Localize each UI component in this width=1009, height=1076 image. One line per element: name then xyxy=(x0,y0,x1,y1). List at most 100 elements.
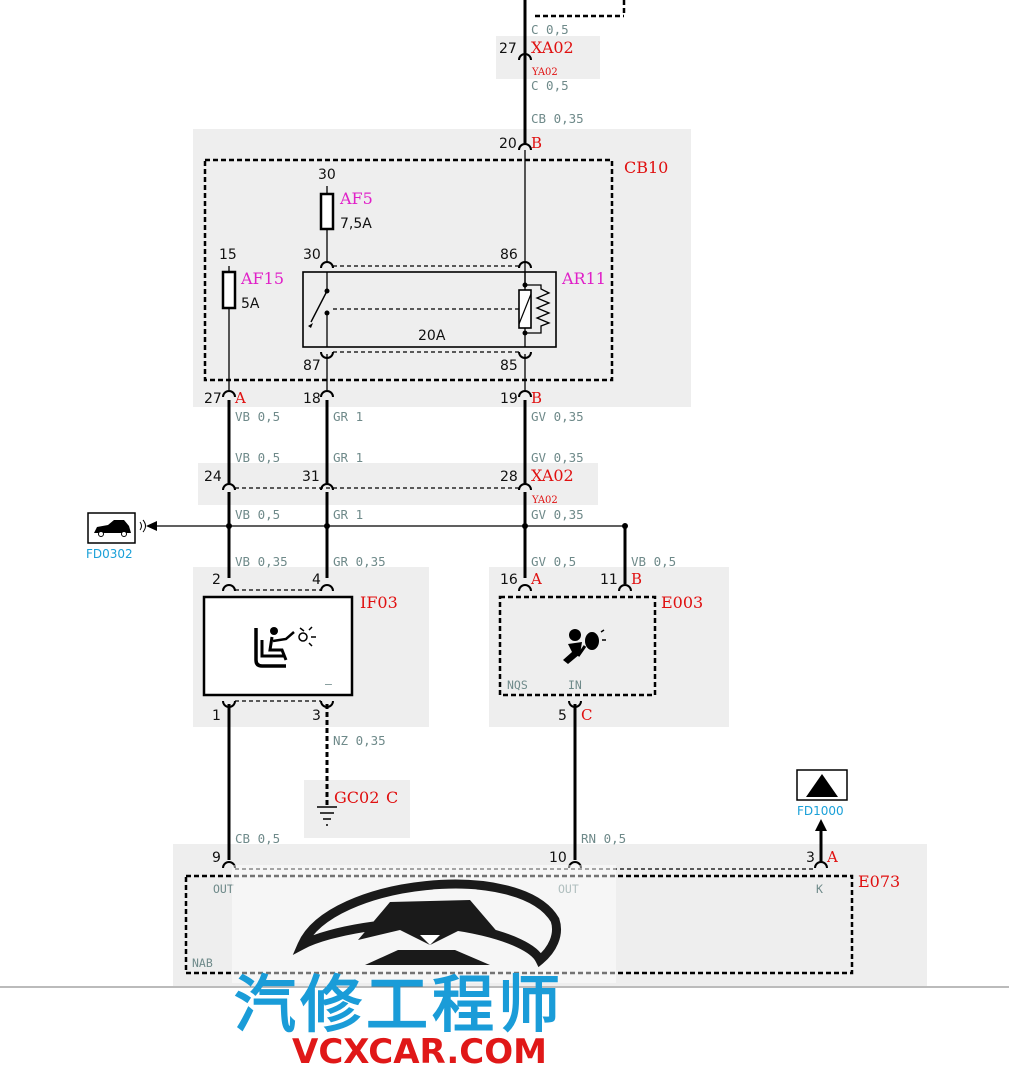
pin-number: 31 xyxy=(302,469,320,485)
pin-number: 16 xyxy=(500,572,518,588)
pin-number: 4 xyxy=(312,572,321,588)
pin-arc xyxy=(222,584,236,592)
pin-number: 27 xyxy=(204,391,222,407)
pin-arc xyxy=(618,584,632,592)
pin-arc xyxy=(518,53,532,61)
watermark-en: VCXCAR.COM xyxy=(292,1032,547,1072)
connector-panel-cb10 xyxy=(193,129,691,407)
pin-number: 15 xyxy=(219,247,237,263)
pin-arc xyxy=(320,261,334,269)
pin-arc xyxy=(320,584,334,592)
arrow-up-icon xyxy=(815,819,827,831)
pin-number: 86 xyxy=(500,247,518,263)
pin-number: 5 xyxy=(558,708,567,724)
wire-label: CB 0,35 xyxy=(531,111,584,126)
connector-sublabel: YA02 xyxy=(531,495,558,506)
pin-number: 2 xyxy=(212,572,221,588)
pin-arc xyxy=(568,861,582,869)
pin-arc xyxy=(518,261,532,269)
connector-label: XA02 xyxy=(531,38,574,57)
pin-letter: A xyxy=(826,848,838,866)
cb10-label: CB10 xyxy=(624,158,668,177)
e003-module[interactable] xyxy=(498,595,657,697)
ref-fd0302[interactable]: FD0302 xyxy=(86,547,133,561)
pin-number: 27 xyxy=(499,41,517,57)
connector-panel-xa02-mid xyxy=(198,463,598,505)
pin-number: 3 xyxy=(806,850,815,866)
pin-arc xyxy=(222,861,236,869)
pin-number: 19 xyxy=(500,391,518,407)
ground-gc02-label: GC02 xyxy=(334,788,379,807)
wire-label: GR 0,35 xyxy=(333,554,386,569)
fuse-af5-rating: 7,5A xyxy=(340,216,372,232)
e073-signal-k: K xyxy=(816,882,823,896)
wire-label: GV 0,5 xyxy=(531,554,576,569)
e073-signal-out2: OUT xyxy=(558,882,579,896)
pin-number: 1 xyxy=(212,708,221,724)
car-key-ref-icon[interactable] xyxy=(87,512,146,544)
pin-number: 87 xyxy=(303,358,321,374)
relay-coil-diagonal xyxy=(518,293,532,325)
pin-letter: B xyxy=(531,134,542,152)
pin-number: 85 xyxy=(500,358,518,374)
wire-label: GR 1 xyxy=(333,409,363,424)
pin-arc xyxy=(222,483,236,491)
wire-label: GV 0,35 xyxy=(531,507,584,522)
wire-label: VB 0,5 xyxy=(235,409,280,424)
pin-number: 30 xyxy=(318,167,336,183)
fuse-af15-rating: 5A xyxy=(241,296,260,312)
wire-label: GV 0,35 xyxy=(531,409,584,424)
e073-label: E073 xyxy=(858,872,900,891)
arrow-left-icon xyxy=(146,521,157,531)
wire-label: C 0,5 xyxy=(531,78,569,93)
pin-arc xyxy=(222,390,236,398)
relay-coil-resistor xyxy=(525,284,551,334)
fuse-af15-symbol[interactable] xyxy=(221,270,237,310)
pin-number: 24 xyxy=(204,469,222,485)
pin-number: 28 xyxy=(500,469,518,485)
relay-contact xyxy=(522,330,528,336)
relay-ar11-box[interactable] xyxy=(302,271,557,348)
connector-panel-e003 xyxy=(489,567,729,727)
e073-module[interactable] xyxy=(184,874,854,975)
pin-number: 20 xyxy=(499,136,517,152)
pin-arc xyxy=(518,143,532,151)
pin-number: 3 xyxy=(312,708,321,724)
if03-label: IF03 xyxy=(360,593,398,612)
e073-signal-out1: OUT xyxy=(213,882,234,896)
ground-gc02-letter: C xyxy=(386,788,398,807)
relay-ar11-label: AR11 xyxy=(561,269,606,288)
wire-label: NZ 0,35 xyxy=(333,733,386,748)
connector-label: XA02 xyxy=(531,466,574,485)
wire-label: GR 1 xyxy=(333,450,363,465)
pin-number: 11 xyxy=(600,572,618,588)
e003-signal-in: IN xyxy=(568,678,582,692)
relay-switch-arrow xyxy=(308,323,313,328)
fuse-af15-label: AF15 xyxy=(240,269,284,288)
ref-fd1000[interactable]: FD1000 xyxy=(797,804,844,818)
pin-letter: A xyxy=(234,389,246,407)
pin-arc xyxy=(518,483,532,491)
e003-label: E003 xyxy=(661,593,703,612)
warning-ref-icon[interactable] xyxy=(796,769,848,801)
wire-label: RN 0,5 xyxy=(581,831,626,846)
pin-letter: C xyxy=(581,706,592,724)
if03-minus-sign: – xyxy=(325,677,332,691)
e073-signal-nab: NAB xyxy=(192,956,213,970)
pin-arc xyxy=(518,584,532,592)
pin-letter: B xyxy=(631,570,642,588)
fuse-af5-label: AF5 xyxy=(339,189,373,208)
if03-module[interactable] xyxy=(202,595,354,697)
pin-letter: A xyxy=(530,570,542,588)
pin-arc xyxy=(320,390,334,398)
e003-signal-nqs: NQS xyxy=(507,678,528,692)
connector-sublabel: YA02 xyxy=(531,67,558,78)
wire-label: GV 0,35 xyxy=(531,450,584,465)
wire-label: VB 0,5 xyxy=(235,507,280,522)
pin-number: 18 xyxy=(303,391,321,407)
relay-rating: 20A xyxy=(418,328,446,344)
ground-icon xyxy=(317,806,337,826)
cb10-box[interactable] xyxy=(203,158,614,382)
fuse-af5-symbol[interactable] xyxy=(319,192,335,231)
